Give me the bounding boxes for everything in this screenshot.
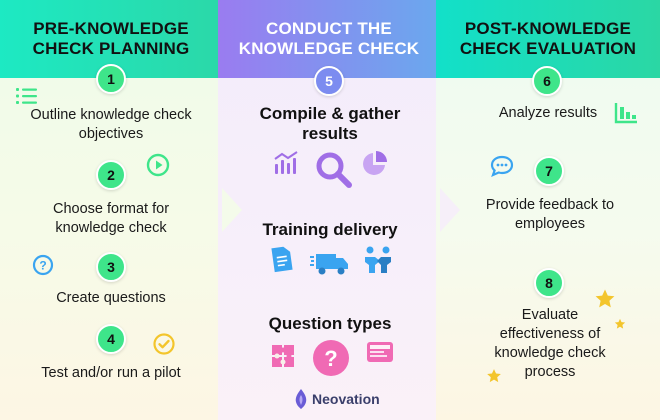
step-5-badge: 5 [314,66,344,96]
puzzle-icon [270,343,296,369]
flow-arrow-2 [440,188,460,232]
question-circle-icon: ? [32,254,54,276]
pre-planning-header: PRE-KNOWLEDGE CHECK PLANNING [0,0,222,78]
step-5-label: Compile & gather results [259,104,401,143]
question-types-label: Question types [268,314,392,333]
handshake-icon [362,245,394,275]
check-circle-icon [152,332,176,356]
pie-chart-icon [360,150,388,178]
delivery-truck-icon [310,248,350,278]
training-delivery-label: Training delivery [262,220,398,239]
step-8-badge: 8 [534,268,564,298]
flow-arrow-1 [222,188,242,232]
post-evaluation-header: POST-KNOWLEDGE CHECK EVALUATION [436,0,660,78]
document-icon [270,245,294,273]
step-1-label: Outline knowledge check objectives [30,107,192,142]
star-icon [614,318,626,330]
step-3-badge: 3 [96,252,126,282]
step-7-badge: 7 [534,156,564,186]
svg-text:?: ? [324,346,337,371]
step-4-label: Test and/or run a pilot [41,365,181,381]
step-6-label: Analyze results [498,105,598,121]
neovation-logo: Neovation [294,389,380,409]
pre-planning-title: PRE-KNOWLEDGE CHECK PLANNING [32,19,190,58]
step-3-label: Create questions [56,290,166,306]
bar-chart-icon [272,150,300,176]
step-4-badge: 4 [96,324,126,354]
conduct-header: CONDUCT THE KNOWLEDGE CHECK [218,0,440,78]
step-2-badge: 2 [96,160,126,190]
step-6-badge: 6 [532,66,562,96]
step-2-label: Choose format for knowledge check [52,201,170,236]
star-icon [486,368,502,384]
brand-name: Neovation [312,391,380,407]
chart-icon [614,102,638,124]
play-icon [146,153,170,177]
chat-icon [490,155,514,177]
step-7-label: Provide feedback to employees [485,197,615,232]
magnifier-icon [314,150,354,190]
list-icon [16,86,38,106]
step-1-badge: 1 [96,64,126,94]
svg-text:?: ? [39,259,46,273]
step-8-label: Evaluate effectiveness of knowledge chec… [494,307,606,380]
question-circle-icon: ? [311,338,351,378]
form-icon [366,340,394,364]
star-icon [594,288,616,310]
conduct-title: CONDUCT THE KNOWLEDGE CHECK [238,19,420,58]
post-evaluation-title: POST-KNOWLEDGE CHECK EVALUATION [459,19,637,58]
neovation-logo-icon [295,389,307,409]
